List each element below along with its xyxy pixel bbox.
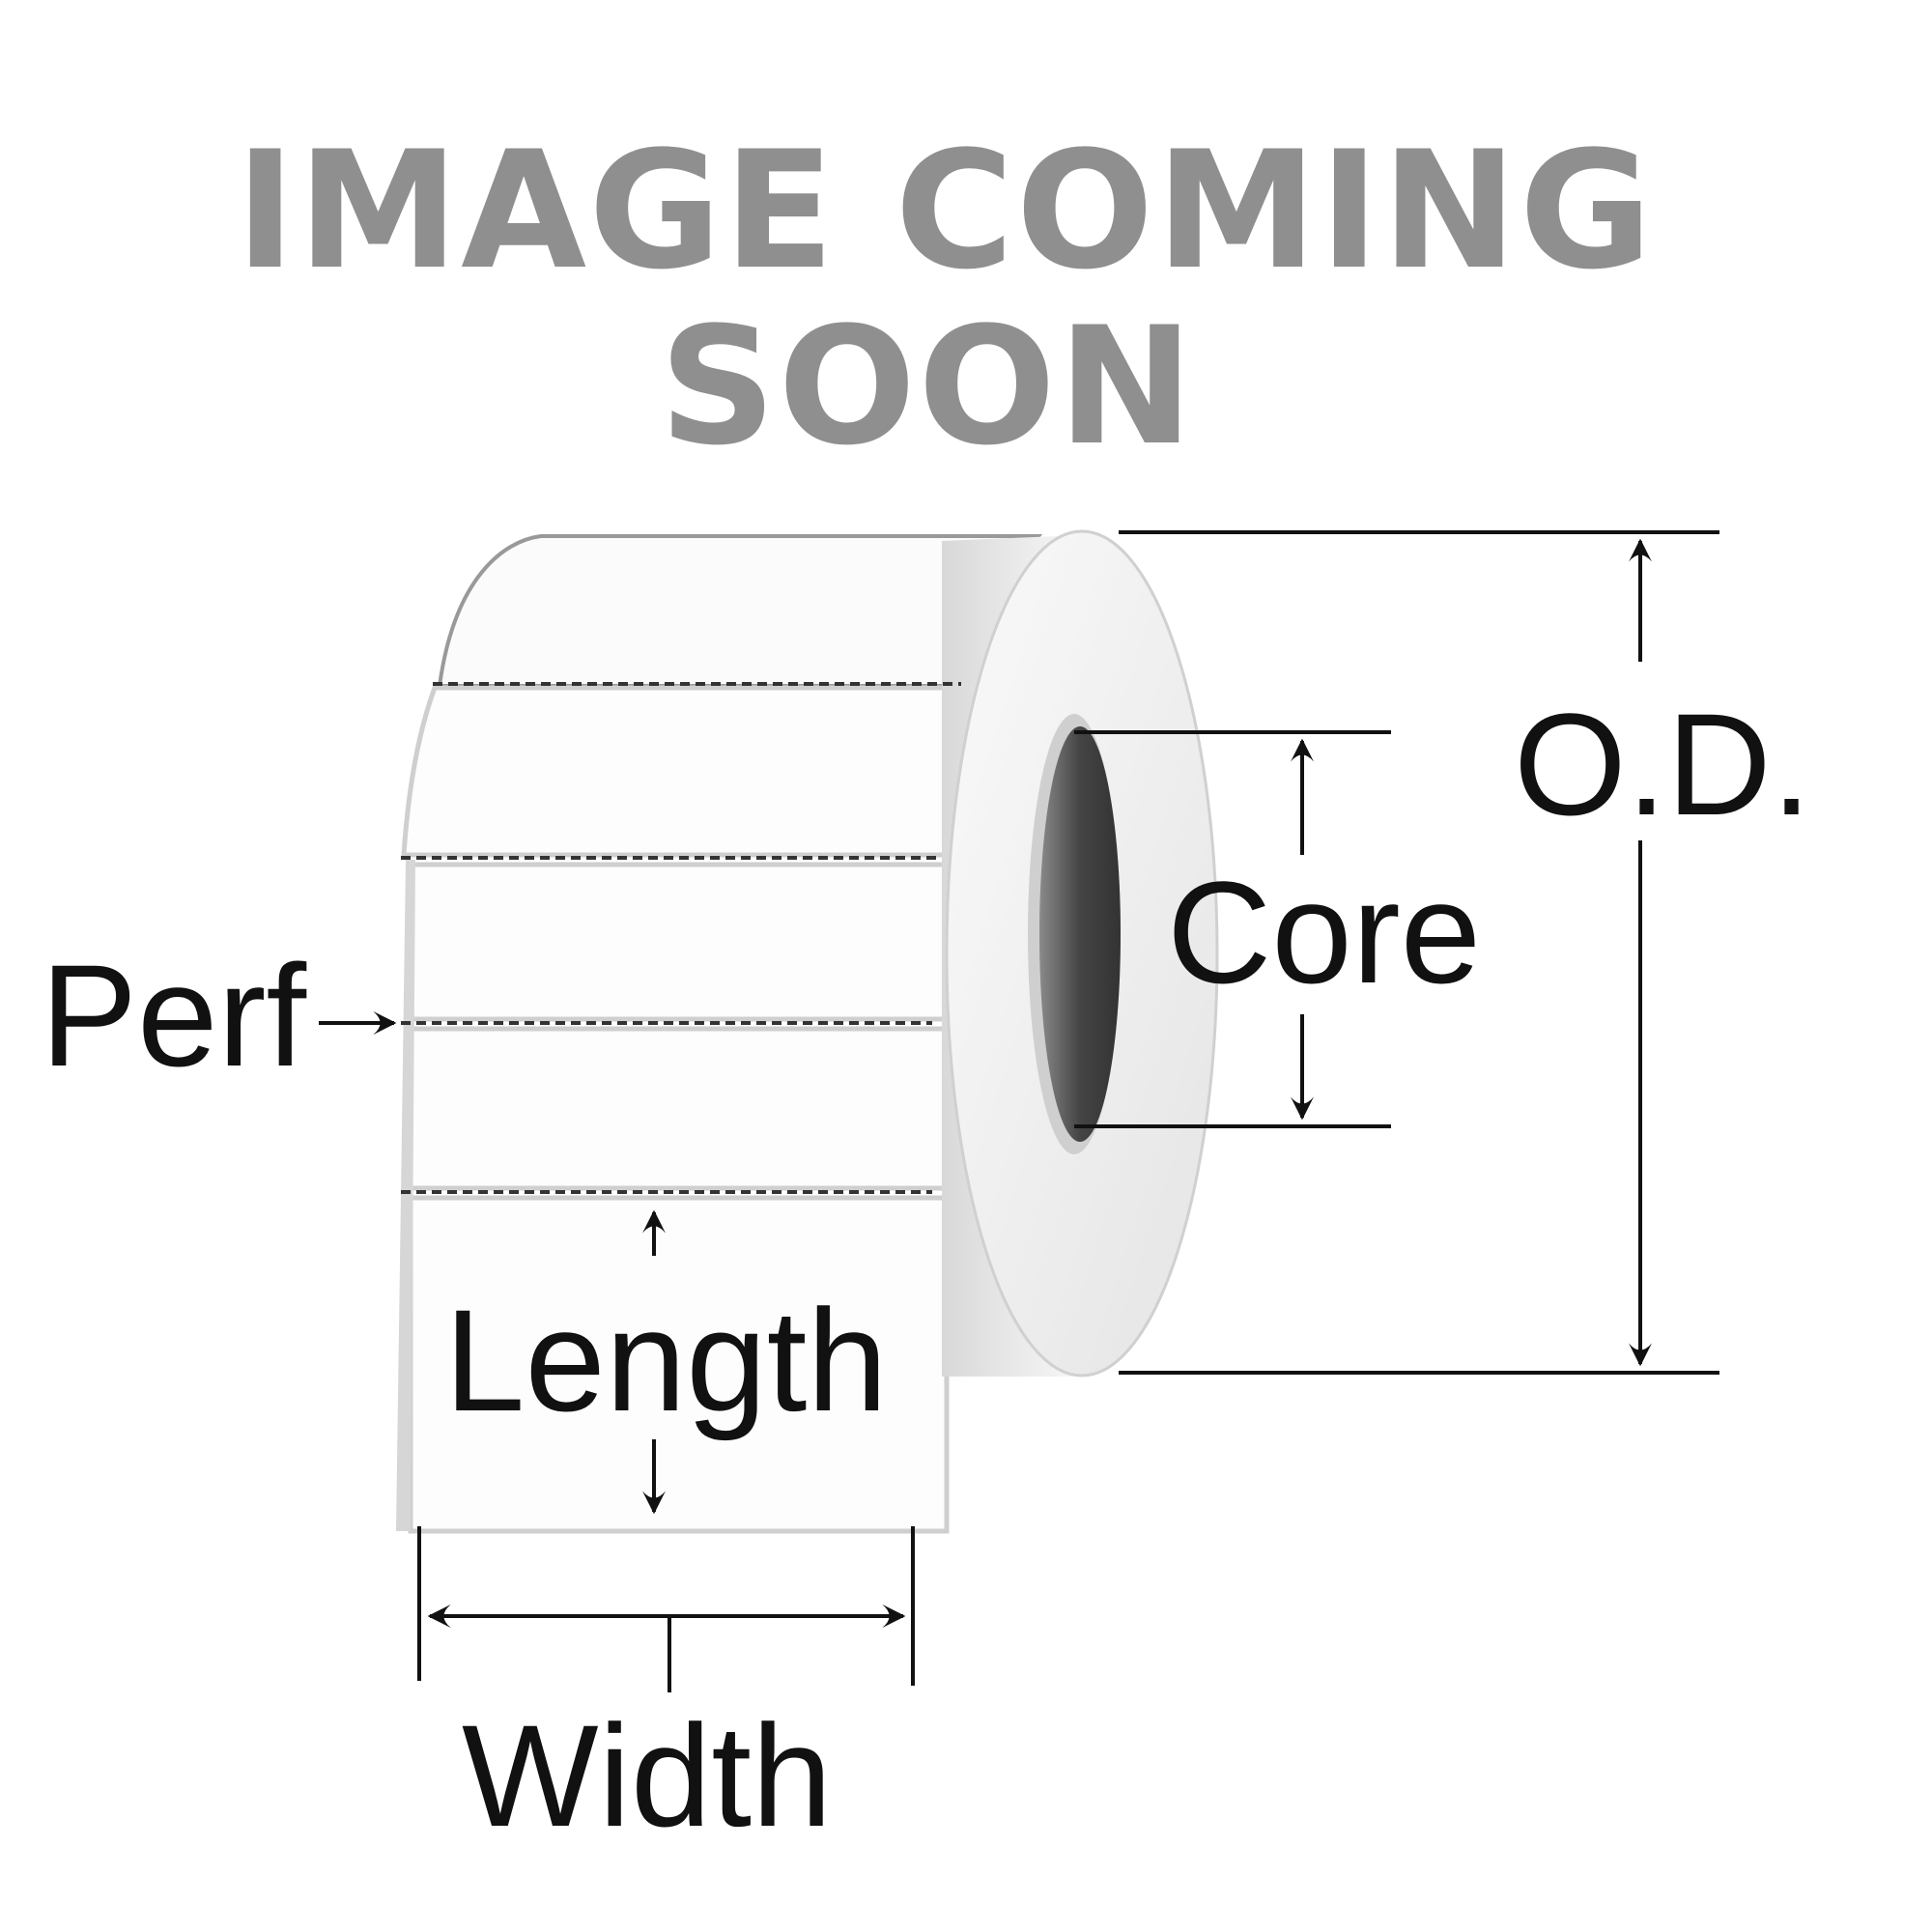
core-hole: [1039, 726, 1121, 1142]
width-label: Width: [462, 1694, 832, 1857]
banner-line-1: IMAGE COMING: [235, 116, 1655, 305]
od-label: O.D.: [1514, 683, 1811, 845]
width-dimension: [417, 1526, 915, 1692]
od-dimension: [1119, 530, 1719, 1375]
perf-label: Perf: [41, 934, 306, 1096]
length-label: Length: [444, 1279, 888, 1441]
banner-line-2: SOON: [659, 292, 1196, 481]
core-label: Core: [1167, 851, 1481, 1013]
core-dimension: [1074, 730, 1391, 1128]
